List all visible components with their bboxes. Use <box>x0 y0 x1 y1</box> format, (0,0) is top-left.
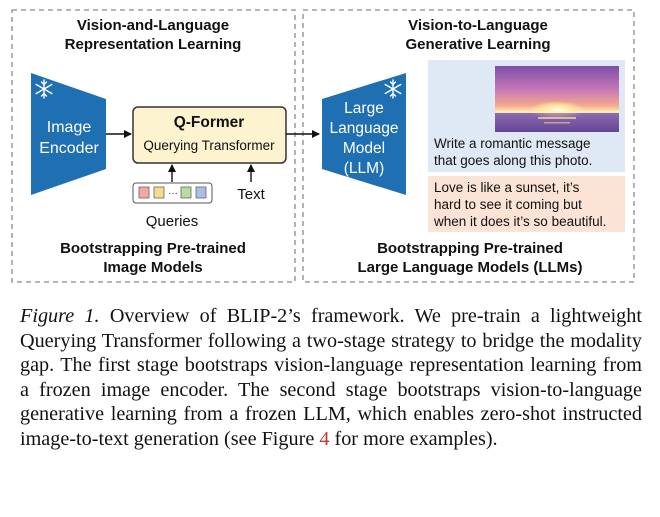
prompt-line1: Write a romantic message <box>434 136 591 151</box>
caption-text-end: for more examples). <box>329 427 498 450</box>
image-encoder-label-line1: Image <box>47 119 92 136</box>
answer-line3: when it does it’s so beautiful. <box>433 214 606 229</box>
prompt-line2: that goes along this photo. <box>434 153 592 168</box>
figure-caption: Figure 1. Overview of BLIP-2’s framework… <box>20 304 642 452</box>
qformer-title: Q-Former <box>174 114 245 131</box>
query-token <box>138 186 150 199</box>
sunset-photo <box>495 66 619 132</box>
query-token <box>195 186 207 199</box>
answer-panel <box>428 176 625 232</box>
qformer-subtitle: Querying Transformer <box>143 138 275 153</box>
figure-label: Figure 1. <box>20 305 100 327</box>
left-panel-title-line2: Representation Learning <box>65 36 242 53</box>
right-panel-title-line2: Generative Learning <box>405 36 550 53</box>
query-token <box>180 186 192 199</box>
llm-label-line1: Large <box>344 100 384 117</box>
query-tokens-box <box>132 182 213 204</box>
figure-reference-link[interactable]: 4 <box>319 427 330 450</box>
answer-line2: hard to see it coming but <box>434 197 582 212</box>
answer-line1: Love is like a sunset, it’s <box>434 180 580 195</box>
queries-label: Queries <box>146 213 199 230</box>
query-token <box>153 186 165 199</box>
left-panel-footer-line1: Bootstrapping Pre-trained <box>60 240 246 257</box>
right-panel-border <box>302 9 635 283</box>
snowflake-icon <box>35 79 53 99</box>
llm-label-line4: (LLM) <box>344 160 384 177</box>
query-token-ellipsis: ··· <box>168 188 178 199</box>
image-encoder-label-line2: Encoder <box>39 140 99 157</box>
snowflake-icon <box>384 79 402 99</box>
qformer-block <box>132 106 287 164</box>
left-panel-border <box>11 9 296 283</box>
right-panel-title-line1: Vision-to-Language <box>408 17 548 34</box>
image-encoder-block <box>31 73 106 195</box>
llm-label-line3: Model <box>343 140 385 157</box>
text-label: Text <box>237 186 265 203</box>
left-panel-title-line1: Vision-and-Language <box>77 17 229 34</box>
llm-block <box>322 73 406 195</box>
left-panel-footer-line2: Image Models <box>103 259 202 276</box>
caption-text: Overview of BLIP-2’s framework. We pre-t… <box>20 305 642 450</box>
llm-label-line2: Language <box>330 120 399 137</box>
right-panel-footer-line1: Bootstrapping Pre-trained <box>377 240 563 257</box>
right-panel-footer-line2: Large Language Models (LLMs) <box>357 259 582 276</box>
